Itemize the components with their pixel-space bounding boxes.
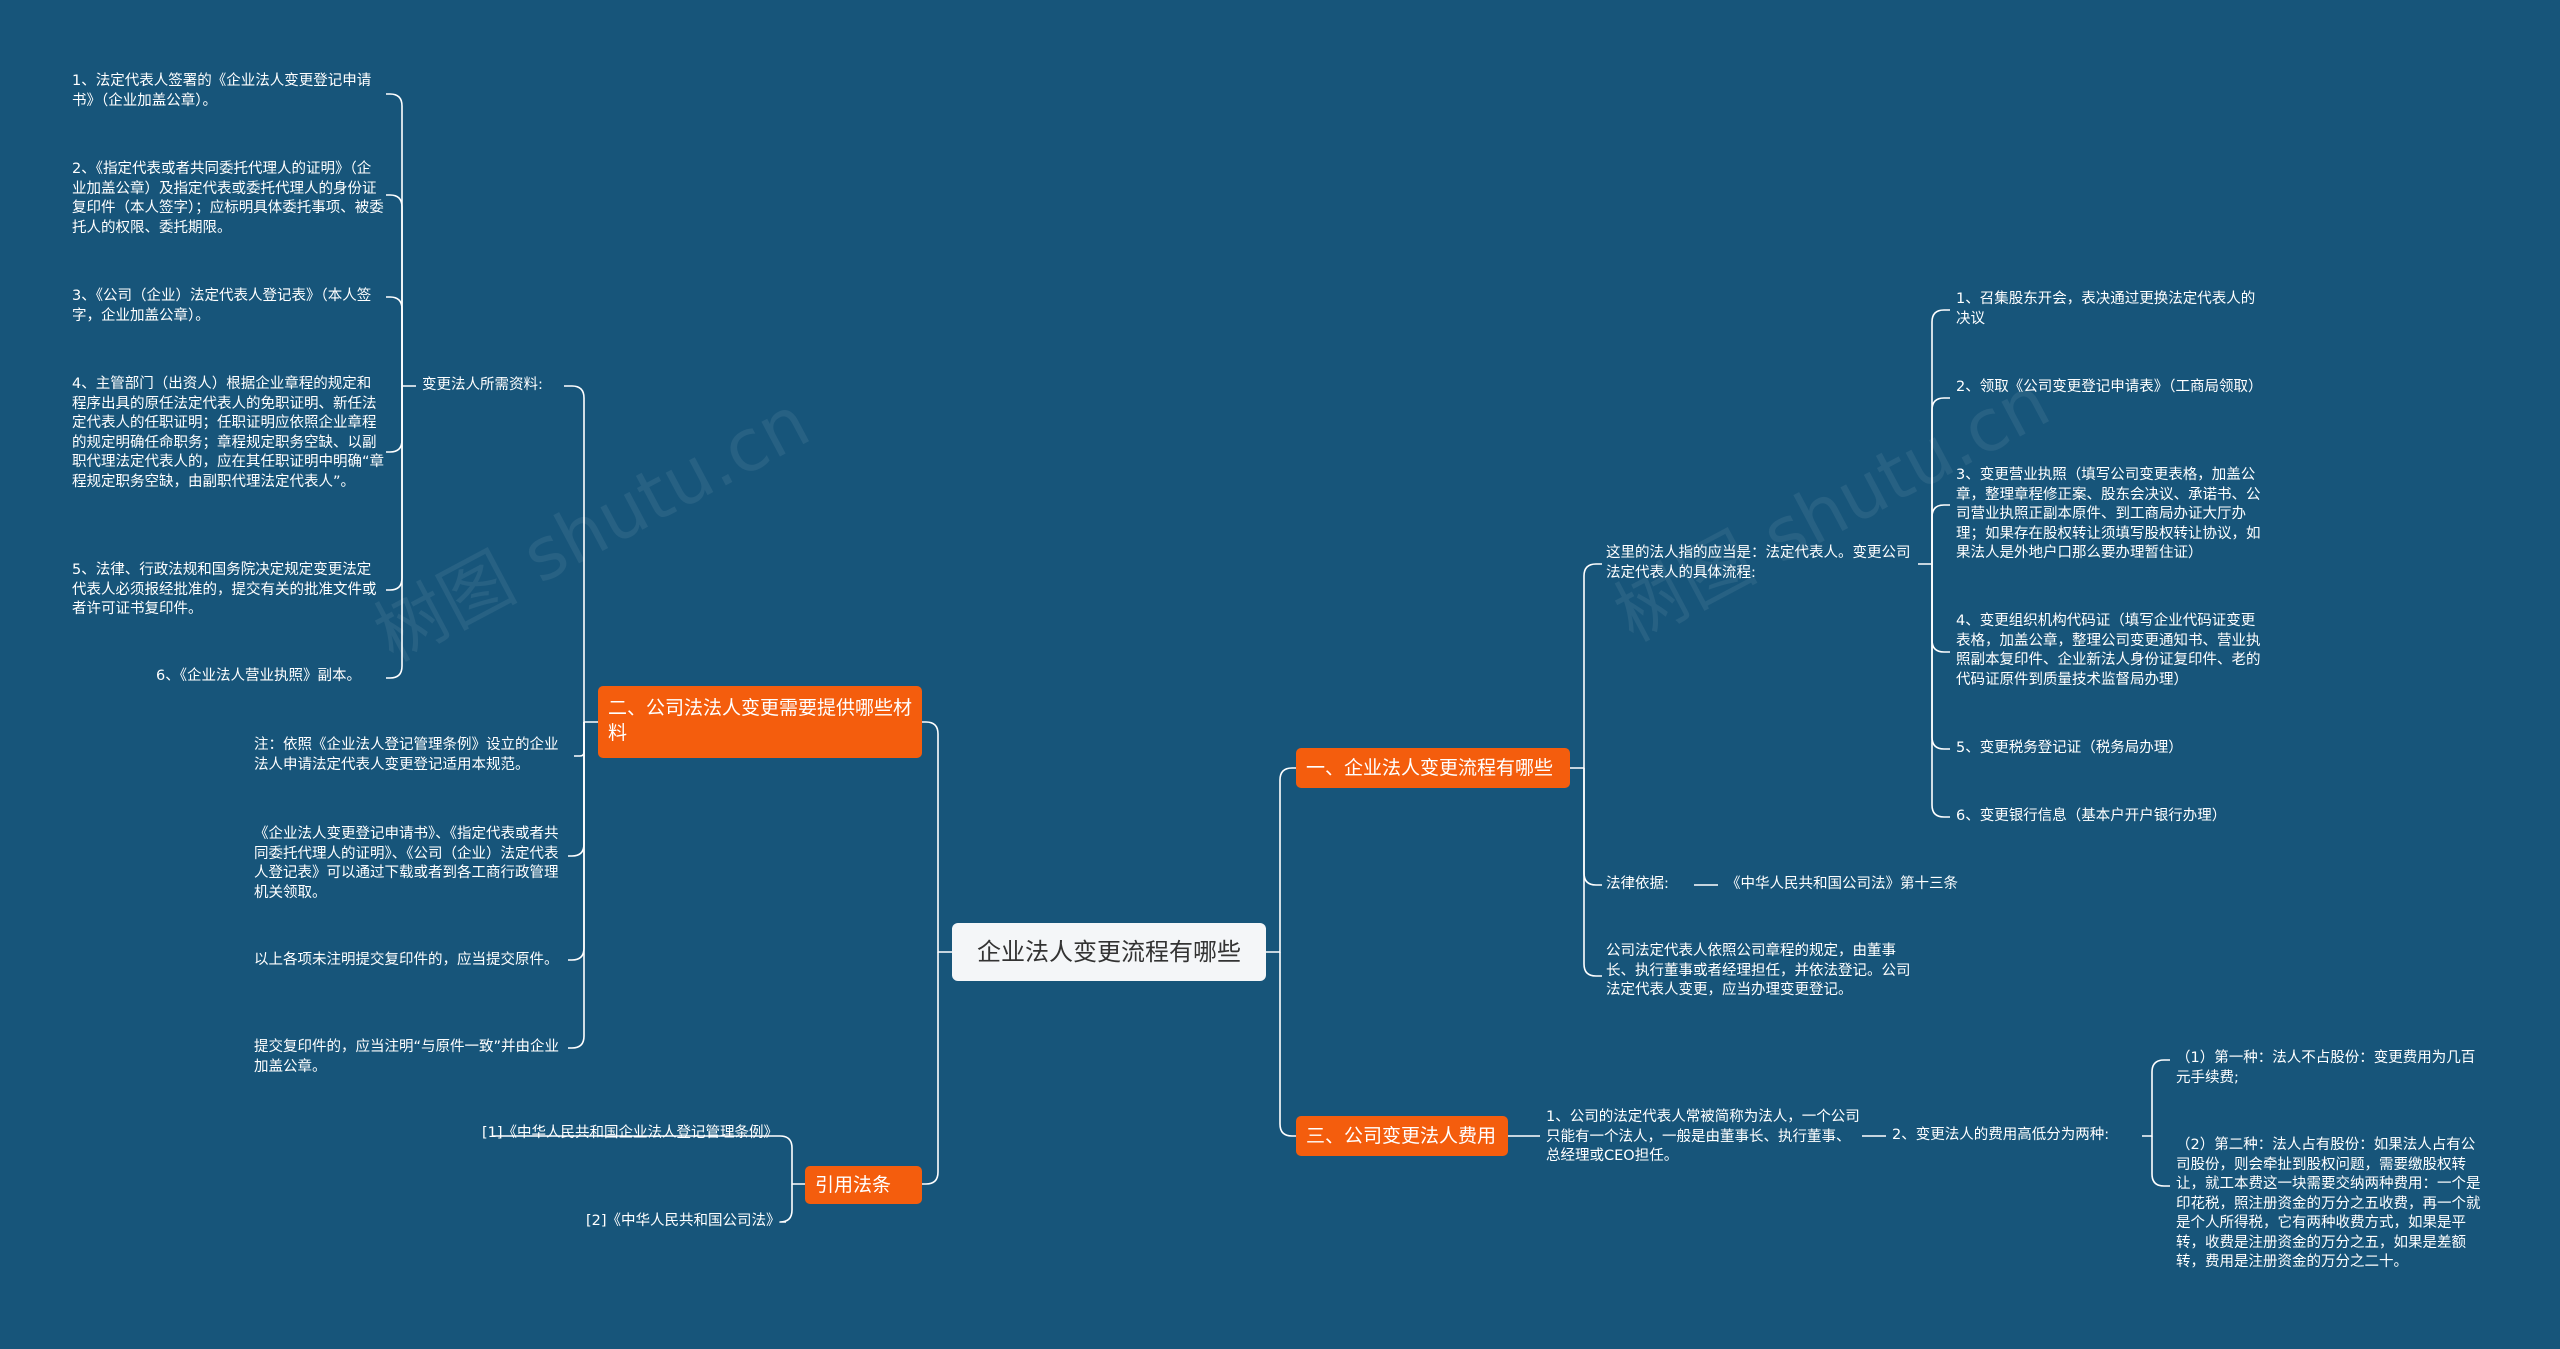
fee-types-label[interactable]: 2、变更法人的费用高低分为两种: [1892,1127,2110,1143]
legal-note[interactable]: 公司法定代表人依照公司章程的规定，由董事长、执行董事或者经理担任，并依法登记。公… [1606,943,1911,998]
topic-procedure[interactable]: 一、企业法人变更流程有哪些 [1296,748,1570,788]
procedure-step[interactable]: 3、变更营业执照（填写公司变更表格，加盖公章，整理章程修正案、股东会决议、承诺书… [1956,467,2261,561]
procedure-intro[interactable]: 这里的法人指的应当是：法定代表人。变更公司法定代表人的具体流程: [1606,545,1911,581]
note-item[interactable]: 注：依照《企业法人登记管理条例》设立的企业法人申请法定代表人变更登记适用本规范。 [254,737,559,773]
note-item[interactable]: 《企业法人变更登记申请书》、《指定代表或者共同委托代理人的证明》、《公司（企业）… [254,826,559,901]
procedure-step[interactable]: 5、变更税务登记证（税务局办理） [1956,740,2183,756]
fee-type-item[interactable]: （2）第二种：法人占有股份：如果法人占有公司股份，则会牵扯到股权问题，需要缴股权… [2176,1137,2481,1270]
material-item[interactable]: 2、《指定代表或者共同委托代理人的证明》（企业加盖公章）及指定代表或委托代理人的… [72,161,384,236]
procedure-step[interactable]: 4、变更组织机构代码证（填写企业代码证变更表格，加盖公章，整理公司变更通知书、营… [1956,613,2261,688]
topic-materials[interactable]: 二、公司法法人变更需要提供哪些材料 [598,686,922,758]
material-item[interactable]: 5、法律、行政法规和国务院决定规定变更法定代表人必须报经批准的，提交有关的批准文… [72,562,377,617]
citation-item[interactable]: [1]《中华人民共和国企业法人登记管理条例》 [482,1125,779,1141]
material-item[interactable]: 6、《企业法人营业执照》副本。 [156,668,361,684]
procedure-step[interactable]: 6、变更银行信息（基本户开户银行办理） [1956,808,2227,824]
legal-basis-value[interactable]: 《中华人民共和国公司法》第十三条 [1726,876,1958,892]
topic-citations[interactable]: 引用法条 [805,1166,922,1204]
note-item[interactable]: 提交复印件的，应当注明“与原件一致”并由企业加盖公章。 [254,1039,560,1075]
materials-group-label[interactable]: 变更法人所需资料: [422,377,543,393]
material-item[interactable]: 3、《公司（企业）法定代表人登记表》（本人签字，企业加盖公章）。 [72,288,372,324]
root-topic[interactable]: 企业法人变更流程有哪些 [952,923,1266,981]
note-item[interactable]: 以上各项未注明提交复印件的，应当提交原件。 [254,952,559,968]
material-item[interactable]: 1、法定代表人签署的《企业法人变更登记申请书》（企业加盖公章）。 [72,73,372,109]
fee-type-item[interactable]: （1）第一种：法人不占股份：变更费用为几百元手续费; [2176,1050,2476,1086]
fee-intro[interactable]: 1、公司的法定代表人常被简称为法人，一个公司只能有一个法人，一般是由董事长、执行… [1546,1109,1860,1164]
topic-fees[interactable]: 三、公司变更法人费用 [1296,1116,1508,1156]
material-item[interactable]: 4、主管部门（出资人）根据企业章程的规定和程序出具的原任法定代表人的免职证明、新… [72,376,385,490]
procedure-step[interactable]: 1、召集股东开会，表决通过更换法定代表人的决议 [1956,291,2256,327]
legal-basis-label[interactable]: 法律依据: [1606,876,1669,892]
citation-item[interactable]: [2]《中华人民共和国公司法》 [586,1213,781,1229]
procedure-step[interactable]: 2、领取《公司变更登记申请表》（工商局领取） [1956,379,2263,395]
